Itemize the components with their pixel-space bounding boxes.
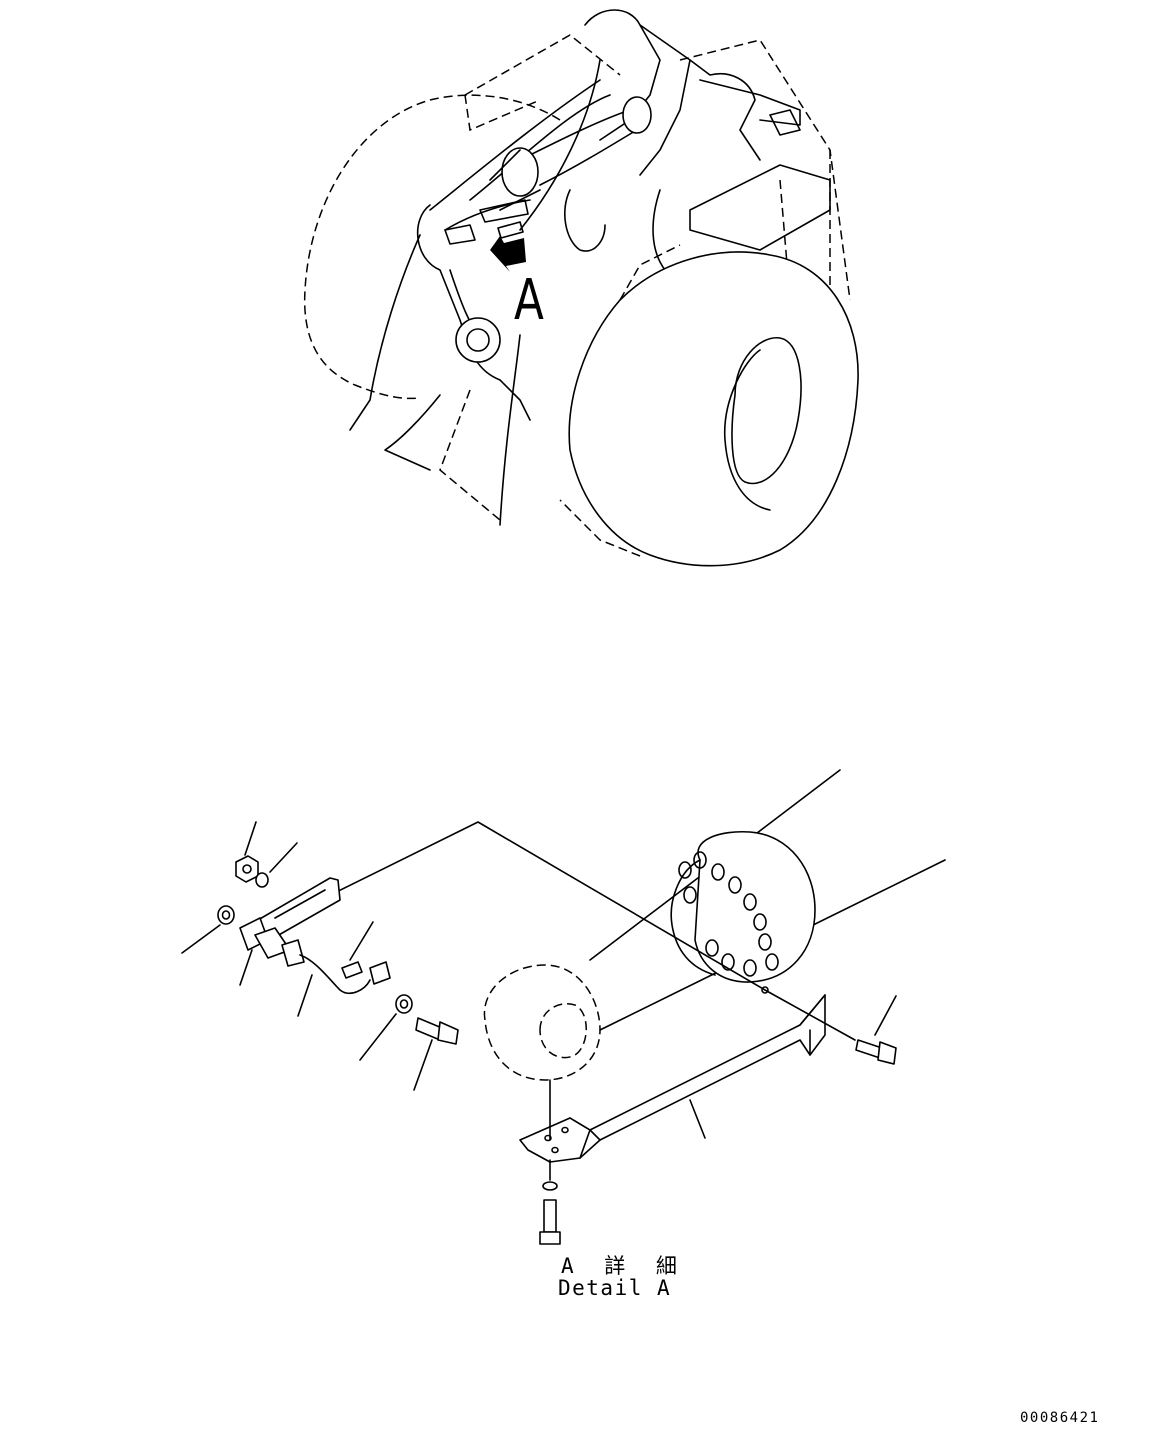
cable-connector <box>369 961 391 985</box>
hub-ring <box>564 189 606 252</box>
front-rim <box>731 337 802 485</box>
lower-bolt-shank <box>543 1199 557 1233</box>
center-bolt-head <box>437 1021 459 1045</box>
leader-washer-left <box>181 924 221 954</box>
nut <box>235 855 259 883</box>
frame-edge-line <box>519 59 601 231</box>
flange-screw <box>761 986 769 994</box>
frame-lower <box>384 394 441 471</box>
switch-sensor <box>281 939 305 967</box>
leader-cable <box>297 974 313 1017</box>
rear-fender-curve <box>652 189 666 271</box>
detail-marker-bracket <box>444 224 476 245</box>
leader-washer-center <box>359 1013 397 1061</box>
bracket-top <box>699 79 801 126</box>
leader-washer-top <box>269 842 298 873</box>
washer-left <box>217 905 235 925</box>
frame-front-line <box>499 334 521 526</box>
mounting-bracket-end <box>799 994 826 1056</box>
leader-bracket <box>689 1099 706 1139</box>
nut-hole <box>242 864 252 874</box>
front-tire <box>568 251 859 567</box>
switch-cable <box>299 954 371 995</box>
rod-end <box>622 96 652 134</box>
tire-dashed-bottom <box>559 499 641 557</box>
detail-marker-plate <box>479 199 529 223</box>
drawing-number: 00086421 <box>1020 1410 1100 1426</box>
leader-right-bolt <box>874 995 897 1036</box>
bracket-hole-3 <box>551 1146 559 1154</box>
washer-left-hole <box>221 910 231 920</box>
rear-body-dashed <box>679 39 851 301</box>
pin-boss <box>455 317 501 363</box>
frame-left <box>349 234 421 431</box>
machine-overview <box>303 9 859 567</box>
bracket-hole-1 <box>544 1134 552 1142</box>
view-direction-arrow-icon <box>490 236 526 272</box>
boom-arm <box>429 79 611 211</box>
leader-clamp <box>349 921 374 961</box>
leader-center-bolt <box>413 1039 433 1091</box>
washer-center <box>395 994 413 1014</box>
washer-top <box>255 872 269 888</box>
lift-arm-top <box>444 199 531 231</box>
connector-block <box>769 109 801 136</box>
switch-plate-slot <box>274 889 326 919</box>
leader-nut <box>244 821 257 856</box>
detail-title-japanese: A 詳 細 <box>561 1254 686 1278</box>
cylinder-flange-side <box>670 859 716 976</box>
lift-arm-plate <box>416 204 531 421</box>
front-rim-inner <box>724 349 771 511</box>
detail-a-exploded-view <box>181 769 946 1245</box>
assembly-guide-line <box>299 821 856 1041</box>
rod-eye-hole-dashed <box>539 1003 587 1059</box>
mounting-bracket <box>519 994 826 1163</box>
upper-linkage-2 <box>599 24 661 141</box>
detail-title-english: Detail A <box>558 1276 672 1300</box>
rod-eye-dashed <box>483 964 601 1081</box>
lower-bolt-head <box>539 1231 561 1245</box>
frame-dashed-lower <box>439 389 501 521</box>
cylinder-head <box>501 147 539 197</box>
rear-body-box <box>689 164 831 251</box>
upper-linkage <box>584 9 761 161</box>
cylinder-body <box>489 149 541 211</box>
view-a-label: A <box>514 268 544 333</box>
detail-marker-switch <box>497 221 524 239</box>
washer-center-hole <box>399 999 409 1009</box>
cable-clamp <box>341 961 363 979</box>
bracket-hole-2 <box>561 1126 569 1134</box>
right-bolt-head <box>877 1041 897 1065</box>
lower-washer <box>542 1181 558 1191</box>
leader-switch <box>239 949 253 986</box>
rear-frame-dashed <box>464 34 621 132</box>
upper-linkage-3 <box>639 59 691 176</box>
tire-dashed-top <box>619 244 681 301</box>
mounting-bracket-edge <box>569 1117 601 1159</box>
flange-bolt-holes <box>678 851 779 977</box>
pin-hole <box>466 328 490 352</box>
